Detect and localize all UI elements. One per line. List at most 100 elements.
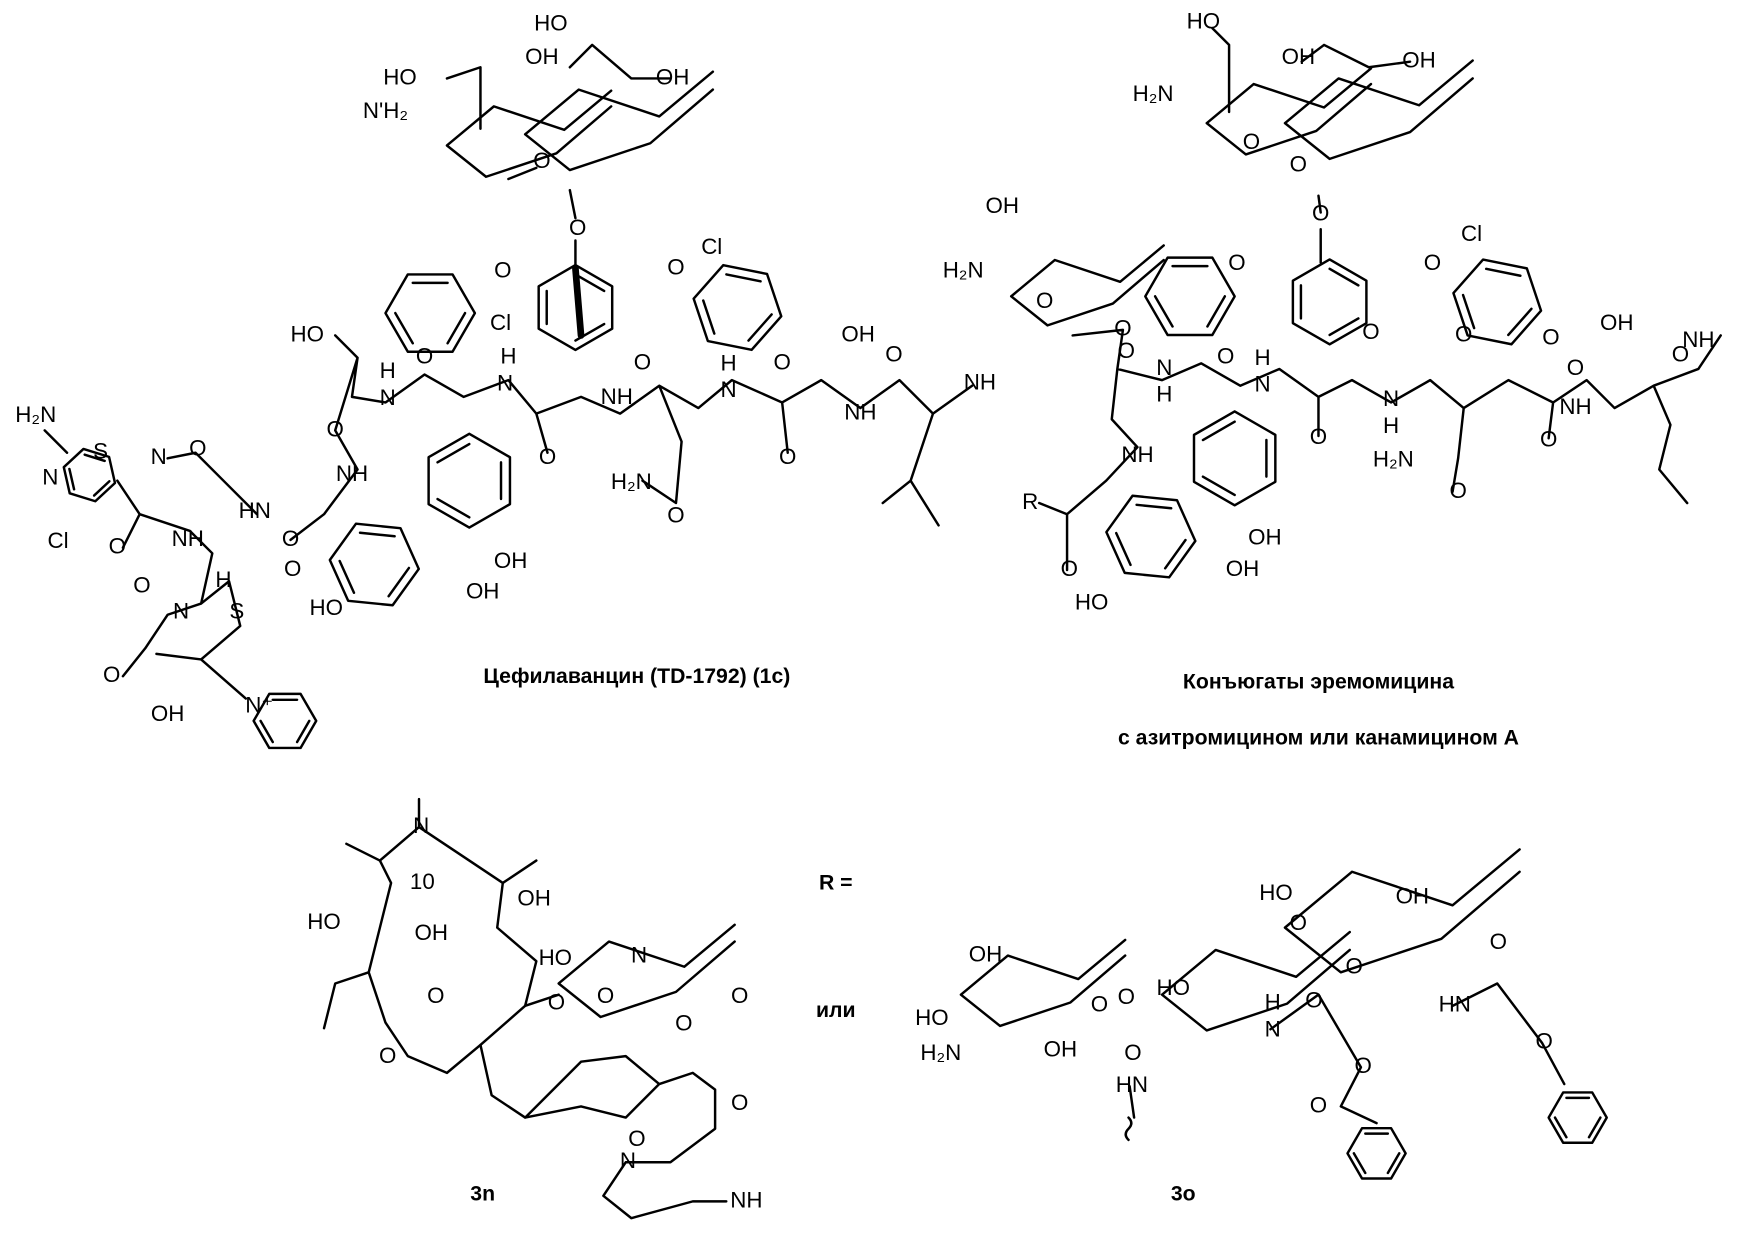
atom-label-3o: H bbox=[1265, 990, 1281, 1015]
atom-label-3o: HO bbox=[1156, 975, 1189, 1000]
atom-label-conjugate: O bbox=[1290, 152, 1307, 177]
atom-label-conjugate: O bbox=[1061, 556, 1078, 581]
thiazole-ring-1c bbox=[62, 447, 117, 503]
atom-label-1c: NH bbox=[964, 369, 996, 394]
atom-label-1c: HO bbox=[383, 64, 417, 89]
atom-label-1c: N bbox=[497, 371, 513, 396]
atom-label-1c: Cl bbox=[490, 310, 511, 335]
atom-label-1c: NH bbox=[601, 384, 633, 409]
atom-label-3o: H₂N bbox=[920, 1040, 961, 1065]
biaryl-ring-b-conj bbox=[1105, 494, 1197, 579]
aryl-ring-left-conj-double-bonds bbox=[1153, 264, 1227, 328]
atom-label-3n: O bbox=[731, 1090, 748, 1115]
atom-label-conjugate: O bbox=[1114, 316, 1131, 341]
atom-label-conjugate: HO bbox=[1075, 590, 1109, 615]
chloroaryl-ring-left-1c bbox=[384, 273, 477, 353]
central-aryl-ring-conj bbox=[1291, 258, 1368, 346]
compound-label-3n: 3n bbox=[470, 1182, 495, 1205]
atom-label-1c: O bbox=[885, 341, 902, 366]
atom-label-3o: O bbox=[1290, 910, 1307, 935]
atom-label-conjugate: OH bbox=[1600, 310, 1634, 335]
atom-label-1c: NH bbox=[336, 461, 368, 486]
atom-label-3o: HO bbox=[915, 1005, 949, 1030]
peptide-backbone-conj bbox=[1037, 328, 1722, 572]
atom-label-conjugate: H bbox=[1383, 413, 1399, 438]
bond bbox=[1211, 26, 1412, 265]
bond-network bbox=[43, 26, 1722, 1220]
or-label: или bbox=[816, 999, 856, 1022]
atom-label-3o: O bbox=[1310, 1092, 1327, 1117]
atom-label-1c: O bbox=[494, 258, 511, 283]
atom-label-1c: N bbox=[380, 385, 396, 410]
atom-label-3n: O bbox=[675, 1011, 692, 1036]
biaryl-ring-a-1c bbox=[427, 432, 512, 529]
wedge-bond bbox=[572, 265, 585, 339]
chloroaryl-ring-right-1c bbox=[692, 263, 783, 352]
atom-label-conjugate: NH bbox=[1121, 442, 1153, 467]
atom-label-1c: N⁺ bbox=[245, 692, 273, 717]
benzyl-ring-b-3o bbox=[1547, 1091, 1608, 1144]
atom-label-1c: HO bbox=[534, 11, 568, 36]
chloroaryl-ring-conj bbox=[1452, 258, 1543, 346]
atom-label-conjugate: O bbox=[1312, 201, 1329, 226]
atom-label-3n: O bbox=[628, 1126, 645, 1151]
caption-conjugates-line1: Конъюгаты эремомицина bbox=[1183, 671, 1454, 694]
atom-label-3o: HN bbox=[1439, 992, 1471, 1017]
atom-label-conjugate: O bbox=[1243, 129, 1260, 154]
atom-label-1c: O bbox=[133, 573, 150, 598]
atom-label-3n: N bbox=[631, 943, 647, 968]
atom-label-conjugate: O bbox=[1362, 319, 1379, 344]
glucose-ring-1c bbox=[523, 70, 715, 172]
atom-label-1c: O bbox=[667, 502, 684, 527]
atom-label-1c: N bbox=[151, 444, 167, 469]
atom-label-conjugate: O bbox=[1542, 325, 1559, 350]
atom-label-1c: OH bbox=[151, 701, 185, 726]
atom-label-conjugate: OH bbox=[1282, 44, 1316, 69]
atom-label-1c: O bbox=[634, 349, 651, 374]
carbamate-linkers-3o bbox=[1124, 982, 1566, 1142]
atom-label-3o: O bbox=[1118, 984, 1135, 1009]
central-aryl-ring-conj-double-bonds bbox=[1299, 267, 1360, 337]
bond bbox=[445, 43, 672, 270]
cephalosporin-linker-1c bbox=[43, 429, 259, 700]
atom-label-3n: O bbox=[731, 983, 748, 1008]
atom-label-3n: HO bbox=[539, 945, 573, 970]
atom-label-3o: O bbox=[1490, 929, 1507, 954]
kanosamine-ring-3o bbox=[1283, 848, 1521, 974]
atom-label-conjugate: O bbox=[1228, 250, 1245, 275]
atom-label-1c: H bbox=[215, 567, 231, 592]
atom-label-conjugate: O bbox=[1449, 478, 1466, 503]
atom-label-1c: O bbox=[327, 416, 344, 441]
atom-label-conjugate: O bbox=[1118, 338, 1135, 363]
atom-label-1c: OH bbox=[525, 44, 559, 69]
atom-label-1c: O bbox=[569, 215, 586, 240]
atom-label-3o: HN bbox=[1116, 1072, 1148, 1097]
atom-label-3n: O bbox=[548, 990, 565, 1015]
atom-label-3o: OH bbox=[969, 941, 1003, 966]
atom-label-3o: HO bbox=[1259, 880, 1292, 905]
atom-label-3n: NH bbox=[730, 1187, 762, 1212]
atom-label-3n: HO bbox=[307, 909, 341, 934]
atom-label-conjugate: H bbox=[1255, 345, 1271, 370]
atom-label-1c: HN bbox=[239, 498, 271, 523]
biaryl-ring-a-conj bbox=[1192, 410, 1277, 507]
atom-label-conjugate: OH bbox=[986, 193, 1020, 218]
caption-conjugates-line2: с азитромицином или канамицином А bbox=[1118, 726, 1519, 749]
atom-label-1c: O bbox=[533, 148, 550, 173]
atom-label-conjugate: N bbox=[1383, 386, 1399, 411]
atom-label-3n: 10 bbox=[410, 869, 435, 894]
glucosamine-ring-3o bbox=[959, 938, 1127, 1028]
atom-label-conjugate: H₂N bbox=[943, 258, 984, 283]
atom-label-1c: H bbox=[500, 344, 516, 369]
atom-label-1c: N bbox=[173, 598, 189, 623]
biaryl-ring-b-1c-double-bonds bbox=[338, 531, 411, 598]
atom-label-1c: O bbox=[416, 344, 433, 369]
atom-label-1c: N bbox=[720, 377, 736, 402]
atom-label-1c: N bbox=[42, 464, 58, 489]
atom-label-1c: OH bbox=[494, 548, 528, 573]
atom-label-1c: H₂N bbox=[15, 402, 56, 427]
atom-label-1c: O bbox=[109, 534, 126, 559]
thiazole-ring-1c-double-bonds bbox=[68, 453, 111, 497]
desosamine-ring-3n bbox=[557, 923, 736, 1019]
atom-label-conjugate: O bbox=[1036, 288, 1053, 313]
